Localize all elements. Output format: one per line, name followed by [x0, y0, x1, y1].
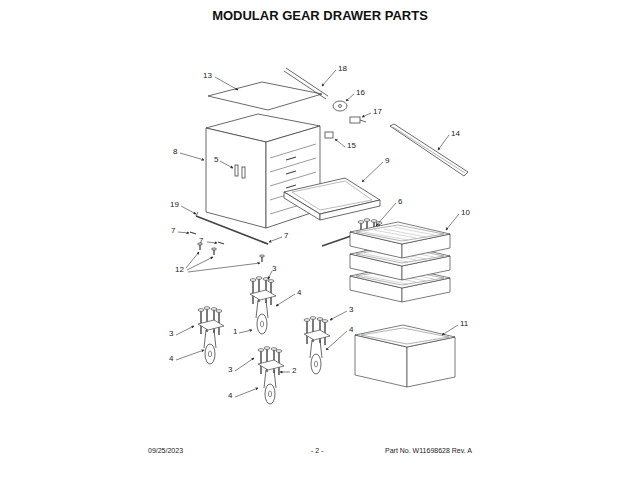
cabinet: [206, 82, 322, 228]
callout-number: 7: [284, 232, 288, 240]
callout-number: 17: [373, 108, 382, 116]
callout-number: 4: [169, 355, 173, 363]
callout-number: 6: [398, 198, 402, 206]
callout-number: 1: [233, 328, 237, 336]
callout-number: 3: [228, 366, 232, 374]
callout-number: 11: [460, 320, 468, 328]
footer-text: 09/25/2023: [148, 447, 183, 454]
callout-number: 3: [169, 330, 173, 338]
callout-number: 4: [228, 392, 232, 400]
callout-number: 5: [214, 156, 218, 164]
small-tray: [350, 222, 450, 258]
deep-tray: [355, 325, 455, 387]
caster: [198, 307, 224, 364]
callout-number: 2: [292, 367, 296, 375]
callout-number: 14: [451, 130, 460, 138]
callout-number: 7: [171, 227, 175, 235]
footer-text: Part No. W11698628 Rev. A: [385, 447, 472, 454]
caster: [304, 317, 330, 374]
caster: [250, 277, 276, 334]
callout-number: 12: [175, 266, 184, 274]
callout-number: 3: [272, 265, 276, 273]
top-panel: [208, 82, 322, 110]
drawer: [284, 178, 380, 220]
footer-text: - 2 -: [311, 447, 323, 454]
callout-number: 4: [297, 289, 301, 297]
callout-number: 3: [349, 306, 353, 314]
callout-number: 9: [385, 157, 389, 165]
callout-number: 7: [199, 237, 203, 245]
caster: [258, 347, 284, 404]
callout-number: 4: [349, 326, 353, 334]
small-parts: [190, 68, 468, 262]
callout-number: 8: [173, 148, 177, 156]
callout-number: 16: [356, 89, 365, 97]
callout-number: 10: [461, 209, 470, 217]
callout-number: 18: [338, 65, 347, 73]
callout-number: 15: [347, 142, 356, 150]
leader-lines: [176, 70, 459, 397]
callout-number: 13: [203, 72, 212, 80]
callout-number: 19: [170, 201, 179, 209]
page-title: MODULAR GEAR DRAWER PARTS: [0, 9, 640, 22]
